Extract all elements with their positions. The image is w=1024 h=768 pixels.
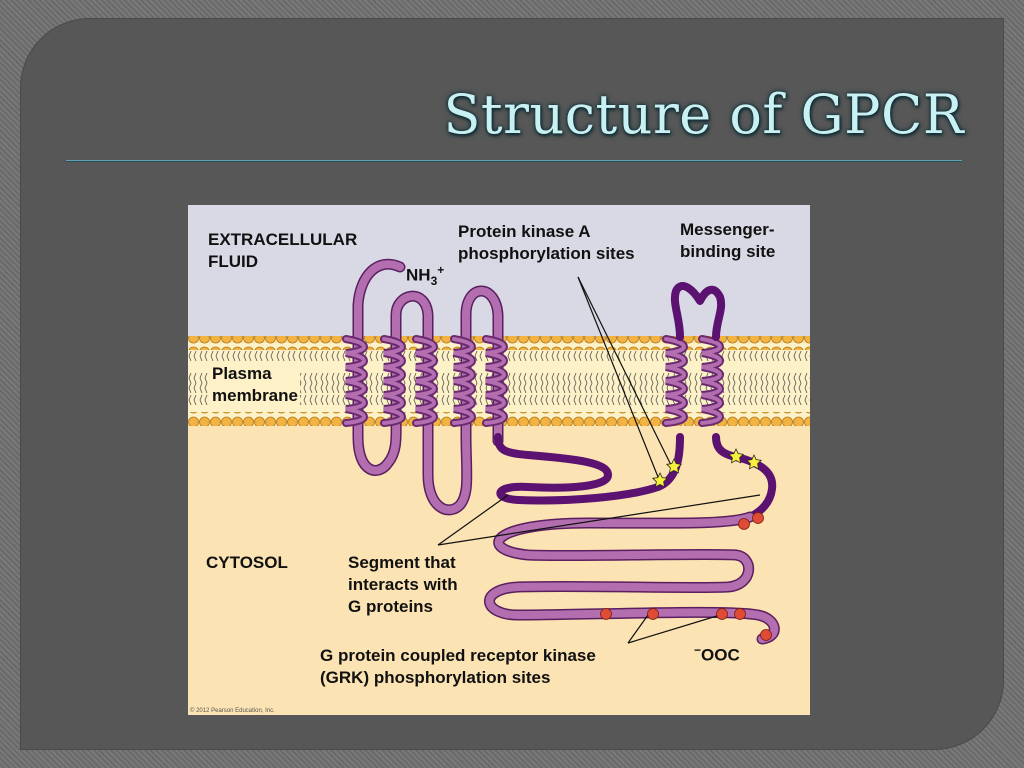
receptor-chain-dark	[494, 282, 777, 521]
grk-site-dot	[752, 512, 764, 524]
label-nh3: NH3+	[406, 263, 445, 289]
grk-sites	[600, 512, 772, 641]
label-c-terminus: −OOC	[694, 643, 740, 665]
title-divider	[66, 160, 962, 161]
label-messenger-binding-site: Messenger- binding site	[680, 220, 776, 261]
label-grk-sites: G protein coupled receptor kinase (GRK) …	[320, 646, 596, 687]
grk-site-dot	[647, 608, 659, 620]
label-plasma-membrane: Plasma membrane	[210, 363, 300, 407]
pka-site-star	[727, 448, 745, 464]
pka-site-star	[745, 454, 763, 470]
grk-site-dot	[716, 608, 728, 620]
gpcr-diagram: EXTRACELLULAR FLUID NH3+ Protein kinase …	[188, 205, 810, 715]
c-terminal-tail	[484, 511, 780, 645]
grk-site-dot	[600, 608, 612, 620]
grk-site-dot	[734, 608, 746, 620]
label-pka-sites: Protein kinase A phosphorylation sites	[458, 222, 635, 263]
label-extracellular-fluid: EXTRACELLULAR FLUID	[208, 230, 358, 271]
leader-lines	[437, 276, 761, 644]
pka-sites	[651, 448, 763, 488]
label-g-protein-segment: Segment that interacts with G proteins	[348, 553, 458, 616]
copyright-credit: © 2012 Pearson Education, Inc.	[190, 708, 275, 714]
grk-site-dot	[738, 518, 750, 530]
pka-site-star	[651, 472, 669, 488]
pka-site-star	[665, 458, 683, 474]
gpcr-diagram-svg	[188, 205, 810, 645]
helix-highlights	[344, 337, 722, 425]
grk-site-dot	[760, 629, 772, 641]
slide-title: Structure of GPCR	[443, 83, 964, 146]
label-cytosol: CYTOSOL	[206, 553, 288, 572]
